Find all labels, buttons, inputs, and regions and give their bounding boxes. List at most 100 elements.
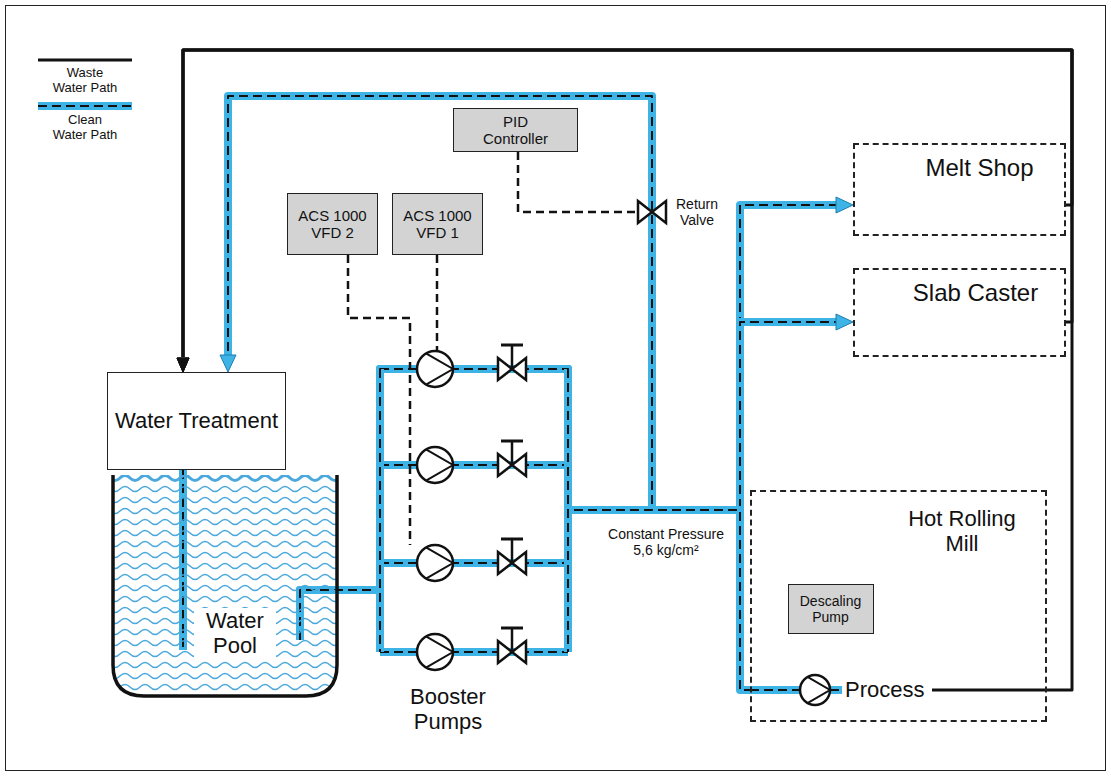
legend-sample [38,106,132,107]
arrowhead [177,358,189,372]
wave-line [100,575,360,580]
wave-line [100,509,360,514]
clean-pipe-dash [379,369,381,652]
waste-pipe [183,50,1072,357]
valve-symbol [638,201,666,223]
pump-symbol [417,634,453,670]
wave-line [100,597,360,602]
clean-pipe [376,369,384,652]
water-pool: Water Pool [110,470,340,700]
clean-pipe-dash [380,368,568,370]
arrowhead [177,358,189,372]
water-waves [100,476,360,690]
node-label: ACS 1000 VFD 2 [296,207,370,242]
clean-pipe-dash [567,369,569,652]
pump-symbol-lines [426,449,453,480]
pump-symbol-lines [426,636,453,667]
wave-line [100,553,360,558]
pump-symbol-lines [426,353,453,384]
clean-pipe [564,369,572,652]
pump-symbol-lines [808,677,831,703]
pipe-connector [177,50,1072,690]
equipment-box: ACS 1000 VFD 1 [392,193,483,255]
annotation-label: Return Valve [668,196,726,228]
pool-outline [110,470,340,700]
clean-pipe [38,102,132,110]
frame [6,6,1106,771]
clean-pipe-dash [300,369,750,690]
clean-pipe-dash [228,96,652,640]
valve-handle [501,538,523,541]
node-label: Descaling Pump [793,593,869,625]
wave-line [100,520,360,525]
clean-pipe-dash [380,651,568,653]
wave-line [100,586,360,591]
valve-stem [511,539,514,563]
pipe-connector [220,96,652,640]
arrowhead [836,197,853,213]
node-label: PID Controller [476,113,556,148]
node-label: Water Treatment [115,408,278,433]
wave-line [100,685,360,690]
area-box: Melt Shop [853,143,1066,236]
clean-pipe-dash [750,689,800,691]
clean-pipe [300,369,750,690]
wave-line [100,663,360,668]
waste-pipe [932,689,1047,692]
node-label: ACS 1000 VFD 1 [401,207,475,242]
clean-pipe [380,365,568,373]
equipment-box: ACS 1000 VFD 2 [287,193,378,255]
wave-line [100,674,360,679]
pump-symbol [417,447,453,483]
pipe-connector [177,50,1072,372]
waste-pipe [183,50,1072,690]
clean-pipe-dash [38,105,132,107]
valve-handle [501,344,523,347]
arrowhead [177,358,189,372]
pump-symbol [800,675,830,705]
valve-stem [511,345,514,369]
legend-sample [38,60,132,61]
wave-line [100,476,360,481]
control-signal-line [436,255,439,351]
legend-text: Waste Water Path [50,66,120,96]
equipment-box: Water Treatment [107,372,286,470]
pump-symbol [417,351,453,387]
wave-line [100,564,360,569]
clean-pipe [228,96,652,640]
pipe-connector [177,50,1072,372]
pool-wall [113,475,337,696]
clean-pipe-dash [380,562,568,564]
wave-line [100,542,360,547]
valve-handle [501,440,523,443]
waste-pipe [183,50,1072,357]
node-label: Water Pool [194,608,276,659]
wave-line [100,487,360,492]
valve-stem [511,628,514,652]
node-label: Slab Caster [895,279,1056,307]
wave-line [100,531,360,536]
clean-pipe [750,686,800,694]
control-signal-line [518,152,638,212]
pipe-connector [300,369,750,690]
annotation-label: Process [845,677,929,702]
equipment-box: PID Controller [453,108,578,152]
legend-text: Clean Water Path [50,113,120,143]
annotation-label: Booster Pumps [398,684,498,735]
node-label: Hot Rolling Mill [897,506,1027,557]
waste-pipe [38,59,132,62]
clean-pipe [380,648,568,656]
annotation-label: Constant Pressure 5,6 kg/cm² [604,526,728,558]
valve-stem [511,441,514,465]
arrowhead [220,355,236,372]
pump-symbol [417,545,453,581]
valve-handle [501,627,523,630]
control-signal-line [348,255,410,545]
pump-symbol-lines [426,547,453,578]
clean-pipe [380,461,568,469]
node-label: Melt Shop [903,154,1056,182]
wave-line [100,498,360,503]
equipment-box: Descaling Pump [788,584,874,634]
clean-pipe [380,559,568,567]
arrowhead [836,314,853,330]
